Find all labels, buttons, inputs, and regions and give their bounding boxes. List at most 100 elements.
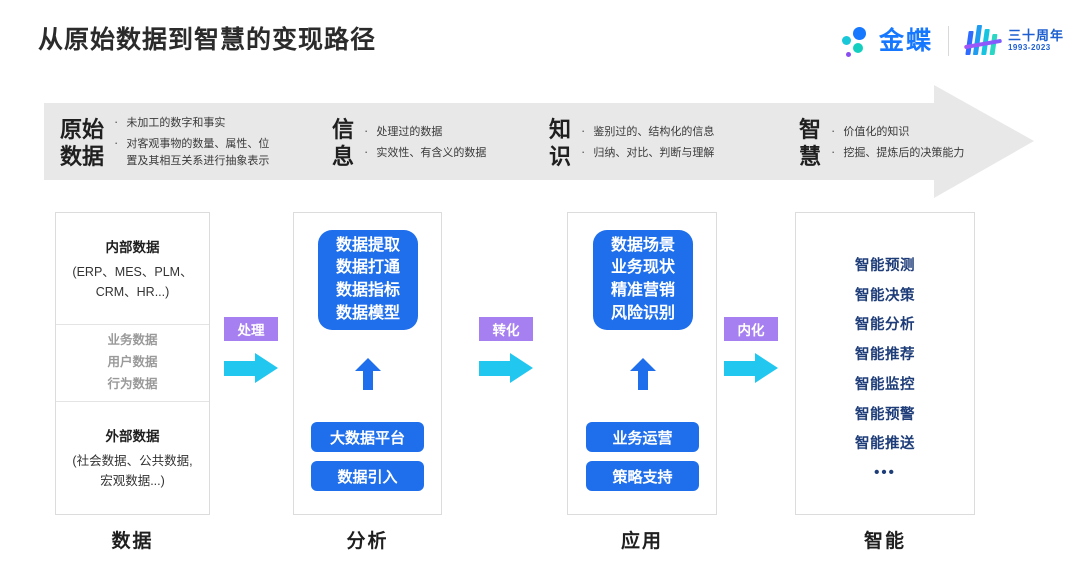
right-arrow-icon xyxy=(479,351,533,385)
bullet-icon: · xyxy=(364,144,369,159)
bullet-text-line1: 对客观事物的数量、属性、位 xyxy=(126,138,270,151)
segment-title: 信 息 xyxy=(332,116,354,171)
segment-bullets: · 处理过的数据 · 实效性、有含义的数据 xyxy=(364,124,486,162)
stage-label-analysis: 分析 xyxy=(346,531,389,552)
analysis-capability-box: 数据提取 数据打通 数据指标 数据模型 xyxy=(318,230,418,330)
external-data-line1: (社会数据、公共数据, xyxy=(72,454,193,468)
capability-line: 数据场景 xyxy=(610,236,675,254)
kingdee-dots-icon xyxy=(840,24,870,58)
connector-label: 处理 xyxy=(224,317,278,341)
stage-label-application: 应用 xyxy=(620,531,663,552)
connector-label: 内化 xyxy=(724,317,778,341)
data-type-item: 行为数据 xyxy=(107,376,158,391)
connector-transformation: 转化 xyxy=(479,317,533,385)
internal-data-line1: (ERP、MES、PLM、 xyxy=(72,264,193,279)
banner-segment-wisdom: 智 慧 · 价值化的知识 · 挖掘、提炼后的决策能力 xyxy=(799,113,964,173)
bullet-icon: · xyxy=(114,135,119,151)
internal-data-heading: 内部数据 xyxy=(105,239,160,255)
list-item: 智能预警 xyxy=(855,406,915,423)
segment-title-line1: 信 xyxy=(332,116,355,142)
brand-divider xyxy=(947,26,949,56)
external-data-heading: 外部数据 xyxy=(105,429,160,444)
bullet-text: 鉴别过的、结构化的信息 xyxy=(593,126,715,139)
segment-bullets: · 价值化的知识 · 挖掘、提炼后的决策能力 xyxy=(831,124,964,162)
analysis-pill-data-ingestion[interactable]: 数据引入 xyxy=(311,461,424,491)
list-item: 智能决策 xyxy=(855,287,915,304)
bullet-text: 实效性、有含义的数据 xyxy=(376,147,487,159)
bullet-icon: · xyxy=(831,123,836,139)
stage-card-data: 内部数据 (ERP、MES、PLM、 CRM、HR...) 业务数据 用户数据 … xyxy=(55,212,210,515)
list-item: 智能推荐 xyxy=(855,347,915,364)
external-data-block: 外部数据 (社会数据、公共数据, 宏观数据...) xyxy=(56,402,209,514)
external-data-line2: 宏观数据...) xyxy=(100,474,165,488)
capability-line: 数据指标 xyxy=(335,282,400,299)
bullet-icon: · xyxy=(831,144,836,159)
bullet-icon: · xyxy=(581,123,586,139)
bullet-text: 价值化的知识 xyxy=(843,126,910,139)
bullet-text: 对客观事物的数量、属性、位 置及其相互关系进行抽象表示 xyxy=(126,136,269,170)
capability-line: 数据模型 xyxy=(335,304,400,322)
brand-name: 金蝶 xyxy=(878,26,933,55)
segment-bullets: · 未加工的数字和事实 · 对客观事物的数量、属性、位 置及其相互关系进行抽象表… xyxy=(114,115,269,170)
segment-title: 知 识 xyxy=(549,116,571,171)
segment-title-line1: 智 xyxy=(799,116,822,142)
segment-title-line2: 息 xyxy=(332,144,355,169)
banner-segment-information: 信 息 · 处理过的数据 · 实效性、有含义的数据 xyxy=(332,113,486,173)
external-data-detail: (社会数据、公共数据, 宏观数据...) xyxy=(72,451,192,491)
segment-bullets: · 鉴别过的、结构化的信息 · 归纳、对比、判断与理解 xyxy=(581,124,714,162)
up-arrow-icon xyxy=(630,358,656,390)
internal-data-detail: (ERP、MES、PLM、 CRM、HR...) xyxy=(72,262,192,302)
segment-title-line2: 识 xyxy=(549,144,572,169)
right-arrow-icon xyxy=(724,351,778,385)
stage-label-data: 数据 xyxy=(111,531,154,552)
connector-processing: 处理 xyxy=(224,317,278,385)
analysis-pill-big-data-platform[interactable]: 大数据平台 xyxy=(311,422,424,452)
capability-line: 数据打通 xyxy=(335,259,400,277)
brand-logo: 金蝶 三十周年 1993-2023 xyxy=(840,20,1064,62)
list-item: 智能推送 xyxy=(855,436,915,453)
segment-title-line2: 数据 xyxy=(60,144,105,169)
stage-label-intelligence: 智能 xyxy=(863,531,906,552)
ellipsis-indicator: ••• xyxy=(874,464,896,482)
anniversary-title: 三十周年 xyxy=(1007,28,1064,44)
list-item: 智能监控 xyxy=(855,376,915,393)
page-header: 从原始数据到智慧的变现路径 金蝶 三十周年 1993-2023 xyxy=(0,0,1080,82)
anniversary-badge: 三十周年 1993-2023 xyxy=(963,23,1064,59)
capability-line: 数据提取 xyxy=(335,236,400,254)
data-type-item: 业务数据 xyxy=(107,333,158,348)
capability-line: 精准营销 xyxy=(610,282,675,299)
bullet-icon: · xyxy=(364,123,369,139)
anniversary-mark-icon xyxy=(963,23,1003,59)
application-pill-strategy-support[interactable]: 策略支持 xyxy=(586,461,699,491)
dikw-arrow-banner: 原始 数据 · 未加工的数字和事实 · 对客观事物的数量、属性、位 置及其相互关… xyxy=(44,85,1034,198)
bullet-text: 挖掘、提炼后的决策能力 xyxy=(843,147,965,159)
page-title: 从原始数据到智慧的变现路径 xyxy=(38,26,377,54)
right-arrow-icon xyxy=(224,351,278,385)
bullet-text: 归纳、对比、判断与理解 xyxy=(593,147,715,159)
segment-title: 智 慧 xyxy=(799,116,821,171)
bullet-icon: · xyxy=(581,144,586,159)
banner-segment-raw-data: 原始 数据 · 未加工的数字和事实 · 对客观事物的数量、属性、位 置及其相互关… xyxy=(60,113,269,173)
segment-title-line2: 慧 xyxy=(799,144,822,169)
bullet-icon: · xyxy=(114,114,119,130)
internal-data-block: 内部数据 (ERP、MES、PLM、 CRM、HR...) xyxy=(56,213,209,324)
connector-label: 转化 xyxy=(479,317,533,341)
data-types-block: 业务数据 用户数据 行为数据 xyxy=(56,324,209,402)
arrow-shape xyxy=(44,85,1034,198)
bullet-text: 未加工的数字和事实 xyxy=(126,117,226,130)
segment-title-line1: 原始 xyxy=(60,116,105,142)
stage-card-intelligence xyxy=(795,212,975,515)
banner-segment-knowledge: 知 识 · 鉴别过的、结构化的信息 · 归纳、对比、判断与理解 xyxy=(549,113,714,173)
application-capability-box: 数据场景 业务现状 精准营销 风险识别 xyxy=(593,230,693,330)
intelligence-capability-list: 智能预测 智能决策 智能分析 智能推荐 智能监控 智能预警 智能推送 ••• xyxy=(795,252,975,481)
list-item: 智能预测 xyxy=(855,258,915,274)
capability-line: 业务现状 xyxy=(610,259,675,277)
bullet-text-line2: 置及其相互关系进行抽象表示 xyxy=(126,155,270,168)
segment-title: 原始 数据 xyxy=(60,116,104,171)
anniversary-years: 1993-2023 xyxy=(1007,42,1051,52)
data-type-item: 用户数据 xyxy=(107,355,158,370)
segment-title-line1: 知 xyxy=(549,116,572,142)
up-arrow-icon xyxy=(355,358,381,390)
application-pill-business-operation[interactable]: 业务运营 xyxy=(586,422,699,452)
capability-line: 风险识别 xyxy=(610,304,675,322)
